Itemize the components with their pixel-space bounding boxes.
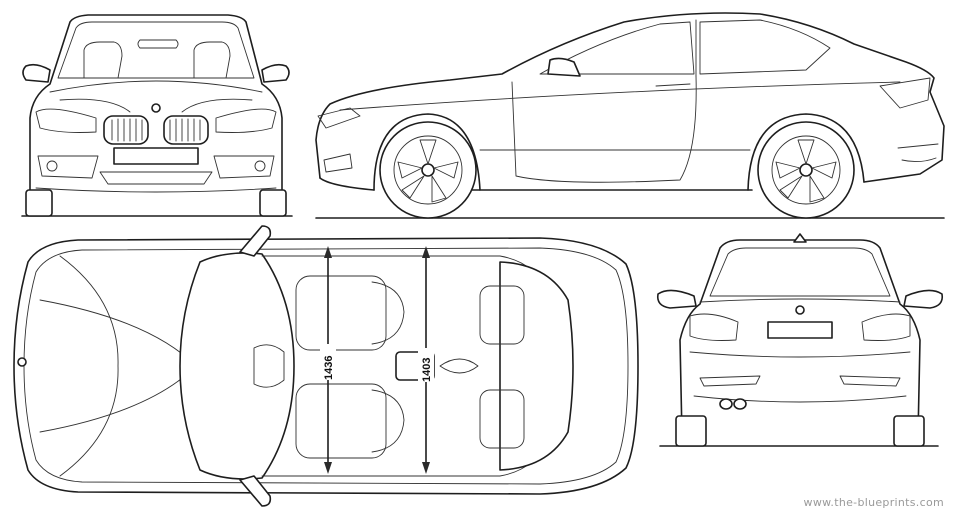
rear-track-label: 1403 <box>421 358 433 382</box>
watermark-text: www.the-blueprints.com <box>803 496 944 509</box>
rear-view <box>656 233 944 447</box>
side-view <box>315 12 945 219</box>
top-view: 1436 1403 <box>13 225 639 507</box>
front-view <box>21 14 293 217</box>
rear-track-dimension: 1403 <box>418 246 434 474</box>
front-track-label: 1436 <box>323 356 335 380</box>
front-track-dimension: 1436 <box>320 246 336 474</box>
